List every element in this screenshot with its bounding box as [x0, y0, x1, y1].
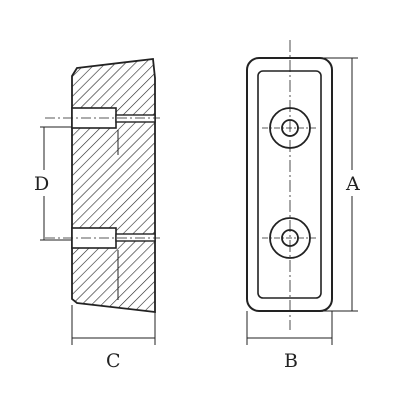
dimension-d: [40, 126, 72, 241]
lower-hole-outer-circle: [269, 217, 311, 259]
section-body-outline: [71, 57, 156, 314]
section-view: [45, 57, 160, 314]
upper-hole-inner-circle: [281, 119, 299, 137]
front-inner-outline: [257, 70, 322, 299]
dimension-b: [246, 311, 333, 345]
dimension-c-label: C: [106, 350, 121, 372]
dimension-a: [320, 57, 358, 312]
upper-hole-outer-circle: [269, 107, 311, 149]
dimension-c: [71, 305, 156, 345]
lower-through-hole: [115, 233, 156, 242]
dimension-a-label: A: [345, 173, 360, 195]
front-view: [246, 40, 333, 330]
front-outer-outline: [246, 57, 333, 312]
dimension-d-label: D: [34, 173, 49, 195]
lower-hole-inner-circle: [281, 229, 299, 247]
dimension-b-label: B: [284, 350, 298, 372]
upper-through-hole: [115, 114, 156, 123]
